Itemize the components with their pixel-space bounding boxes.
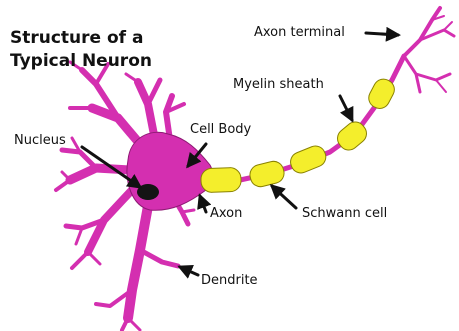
schwann-cell-segment xyxy=(201,167,242,192)
axon-label: Axon xyxy=(210,206,242,222)
title-line-1: Structure of a xyxy=(10,27,152,50)
axon-arrow xyxy=(200,196,206,212)
schwann-cell-segment xyxy=(248,159,286,189)
nucleus-label: Nucleus xyxy=(14,133,66,149)
schwann-cell-arrow xyxy=(272,186,296,208)
schwann-cell-segment xyxy=(288,143,329,176)
axon-terminal-arrow xyxy=(366,33,398,35)
cell-body-label: Cell Body xyxy=(190,122,251,138)
axon-terminal-label: Axon terminal xyxy=(254,25,345,41)
myelin-sheath-label: Myelin sheath xyxy=(233,77,324,93)
title-line-2: Typical Neuron xyxy=(10,50,152,73)
schwann-cell-label: Schwann cell xyxy=(302,206,387,222)
diagram-title: Structure of a Typical Neuron xyxy=(10,27,152,73)
dendrite-label: Dendrite xyxy=(201,273,258,289)
axon-terminal-branches xyxy=(404,8,454,92)
myelin-sheath-arrow xyxy=(340,96,352,120)
dendrite-arrow xyxy=(180,267,198,275)
